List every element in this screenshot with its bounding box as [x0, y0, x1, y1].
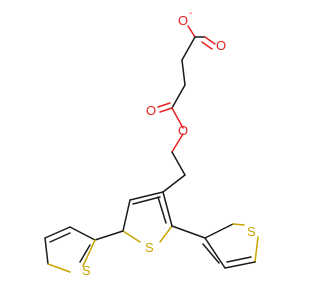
- atom-o-ester: O: [178, 123, 188, 138]
- bond-right-ring-4-double: [202, 243, 220, 264]
- atom-s-center: S: [145, 240, 154, 255]
- bond-ester-c-o: [171, 107, 184, 129]
- bond-ester-double-o-a: [159, 107, 173, 113]
- bond-left-ring-1: [69, 226, 96, 241]
- bond-right-ring-4: [204, 237, 226, 269]
- atom-o-ester-double: O: [146, 103, 156, 118]
- bond-left-ring-2-double: [49, 232, 71, 243]
- bond-left-ring-2: [44, 226, 71, 239]
- atom-s-left: S: [82, 263, 91, 278]
- bond-ring-c2-c3-double: [157, 196, 167, 224]
- bond-left-ring-double-2: [79, 244, 91, 263]
- bond-c3-c4: [171, 84, 186, 109]
- bond-ring-c2-c3: [162, 191, 173, 227]
- bond-right-ring-3: [224, 261, 256, 269]
- bond-ring-c4-c5: [122, 199, 131, 232]
- bond-center-right: [171, 225, 206, 239]
- bond-c2-c3: [181, 59, 186, 86]
- bond-c-o-minus: [187, 25, 196, 38]
- bond-ring-s-c2: [159, 225, 173, 243]
- bond-o-ch2: [171, 133, 184, 153]
- bond-left-ring-5: [82, 239, 96, 267]
- atom-s-right: S: [247, 224, 256, 239]
- bond-ring-c3-c4: [129, 191, 164, 201]
- bond-right-ring-1: [204, 223, 234, 239]
- bond-ring-c3-c4-double: [132, 196, 161, 205]
- bond-ch2-ch2: [171, 151, 186, 176]
- bond-right-ring-s2: [254, 236, 259, 263]
- molecule-structure: O - O O O S S S: [44, 8, 259, 278]
- molecule-canvas: O - O O O S S S: [44, 8, 259, 278]
- bond-ch2-ring: [162, 174, 186, 193]
- bond-c1-c2: [181, 36, 196, 61]
- bond-ring-c5-s: [122, 230, 141, 243]
- bond-ester-double-o-b: [157, 102, 171, 108]
- atom-o-carboxyl-double: O: [216, 38, 226, 53]
- bond-left-ring-4: [47, 263, 71, 273]
- bond-right-ring-s1: [232, 223, 245, 226]
- bond-left-ring-3: [44, 237, 49, 265]
- negative-charge: -: [189, 8, 192, 19]
- atom-o-carboxylate: O: [178, 13, 188, 28]
- bond-c-double-o-b: [201, 41, 213, 50]
- bond-center-left: [94, 230, 124, 241]
- bond-right-ring-3-double: [226, 256, 252, 263]
- bond-c-double-o-a: [204, 36, 216, 45]
